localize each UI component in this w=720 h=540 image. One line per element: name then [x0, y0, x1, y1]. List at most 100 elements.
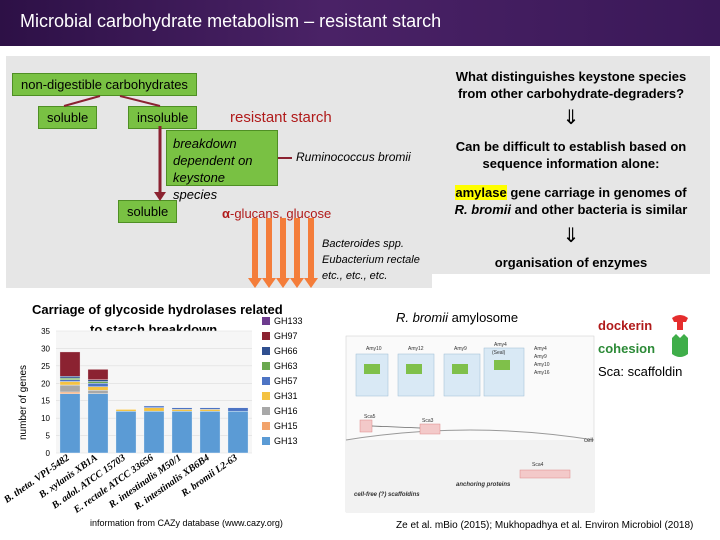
y-tick-label: 0 — [46, 449, 51, 458]
legend-label-gh13: GH13 — [274, 436, 298, 446]
amylosome-bromii: R. bromii — [396, 310, 449, 325]
bacteroides-line1: Bacteroides spp. — [322, 238, 404, 250]
glucans-text: -glucans, glucose — [230, 206, 332, 221]
legend-swatch-gh97 — [262, 332, 270, 340]
bacteroides-line3: etc., etc., etc. — [322, 270, 388, 282]
amy12-label: Amy12 — [408, 346, 424, 352]
legend-swatch-gh66 — [262, 347, 270, 355]
scaffoldin-label: Sca: scaffoldin — [598, 364, 683, 379]
question-text: What distinguishes keystone species from… — [436, 68, 706, 102]
gh13-domain-2 — [406, 364, 422, 374]
anchoring-block — [519, 469, 571, 479]
legend-swatch-gh133 — [262, 317, 270, 325]
y-tick-label: 30 — [41, 344, 50, 353]
legend-label-gh16: GH16 — [274, 406, 298, 416]
citation: Ze et al. mBio (2015); Mukhopadhya et al… — [396, 520, 694, 531]
breakdown-line1: breakdown — [173, 136, 237, 151]
dockerin-label: dockerin — [598, 318, 653, 333]
soluble-box: soluble — [38, 106, 98, 129]
sca3-label: Sca3 — [422, 418, 434, 424]
sca5-label: Sca5 — [364, 414, 376, 420]
alpha-symbol: α — [222, 206, 230, 221]
down-double-arrow-icon: ⇓ — [562, 107, 580, 129]
amy-list-2: Amy9 — [534, 354, 547, 360]
bar-segment-gh57 — [171, 407, 193, 410]
legend-swatch-gh57 — [262, 377, 270, 385]
orange-arrow-4 — [290, 218, 304, 288]
gh13-domain-1 — [364, 364, 380, 374]
similar-rest: and other bacteria is similar — [511, 202, 688, 217]
legend-label-gh97: GH97 — [274, 331, 298, 341]
gh13-domain-4 — [494, 360, 510, 370]
y-tick-label: 25 — [41, 362, 50, 371]
resistant-starch-label: resistant starch — [230, 109, 332, 126]
cohesin-icon — [672, 334, 688, 357]
arrow-root-insoluble — [119, 95, 161, 107]
difficult-line1: Can be difficult to establish based on — [455, 139, 687, 154]
orange-arrows — [248, 218, 318, 288]
root-box: non-digestible carbohydrates — [12, 73, 197, 96]
legend-swatch-gh16 — [262, 407, 270, 415]
difficult-text: Can be difficult to establish based on s… — [436, 138, 706, 172]
gh13-domain-3 — [452, 364, 468, 374]
gene-carriage-line1: amylase gene carriage in genomes of — [432, 184, 710, 201]
amylase-highlight: amylase — [455, 185, 507, 200]
slide-title-bar: Microbial carbohydrate metabolism – resi… — [0, 0, 720, 46]
chart-title-line1: Carriage of glycoside hydrolases related — [32, 302, 283, 317]
legend-swatch-gh31 — [262, 392, 270, 400]
scaffold-link — [371, 425, 421, 429]
y-tick-label: 35 — [41, 327, 50, 336]
dockerin-icon — [672, 315, 688, 330]
legend-label-gh15: GH15 — [274, 421, 298, 431]
arrow-root-soluble — [63, 95, 101, 107]
amy-list-3: Amy10 — [534, 362, 550, 368]
seal-label: (Seal) — [492, 350, 506, 356]
cell-free-label: cell-free (?) scaffoldins — [354, 492, 420, 498]
cell-label: cell — [584, 438, 593, 444]
sca3-block — [419, 423, 441, 435]
insoluble-box: insoluble — [128, 106, 198, 129]
amylosome-word: amylosome — [448, 310, 519, 325]
glucans-label: α-glucans, glucose — [222, 206, 331, 221]
orange-arrow-1 — [248, 218, 262, 288]
bar-segment-gh97 — [59, 351, 81, 377]
sca-right-label: Sca4 — [532, 462, 544, 468]
bar-segment-gh57 — [199, 407, 221, 410]
cohesion-label: cohesion — [598, 341, 656, 356]
amy-list-4: Amy16 — [534, 370, 550, 376]
bromii-name: R. bromii — [454, 202, 512, 217]
legend-swatch-gh15 — [262, 422, 270, 430]
slide-title: Microbial carbohydrate metabolism – resi… — [20, 11, 442, 31]
legend-label-gh133: GH133 — [274, 316, 303, 326]
amy10-module — [355, 353, 389, 397]
bar-segment-gh97 — [87, 369, 109, 381]
bar-segment-gh57 — [227, 407, 249, 412]
sca5-block — [359, 419, 373, 433]
legend-label-gh66: GH66 — [274, 346, 298, 356]
amy-list-1: Amy4 — [534, 346, 547, 352]
amy10-label: Amy10 — [366, 346, 382, 352]
down-double-arrow-icon-2: ⇓ — [562, 225, 580, 247]
y-tick-label: 15 — [41, 397, 50, 406]
difficult-line2: sequence information alone: — [482, 156, 660, 171]
anchoring-label: anchoring proteins — [456, 482, 511, 488]
breakdown-line3: keystone species — [173, 170, 226, 202]
legend-swatch-gh63 — [262, 362, 270, 370]
question-line2: from other carbohydrate-degraders? — [457, 86, 685, 101]
cell-membrane — [345, 429, 595, 441]
chart-source: information from CAZy database (www.cazy… — [90, 518, 283, 528]
y-tick-label: 10 — [41, 414, 50, 423]
gene-carriage-text: amylase gene carriage in genomes of R. b… — [432, 184, 710, 218]
ruminococcus-label: Ruminococcus bromii — [296, 150, 411, 164]
breakdown-line2: dependent on — [173, 153, 253, 168]
organisation-text: organisation of enzymes — [494, 255, 648, 270]
bacteroides-line2: Eubacterium rectale — [322, 254, 420, 266]
legend-label-gh57: GH57 — [274, 376, 298, 386]
orange-arrow-2 — [262, 218, 276, 288]
legend-label-gh63: GH63 — [274, 361, 298, 371]
gene-carriage-rest: gene carriage in genomes of — [506, 185, 687, 200]
orange-arrow-3 — [276, 218, 290, 288]
